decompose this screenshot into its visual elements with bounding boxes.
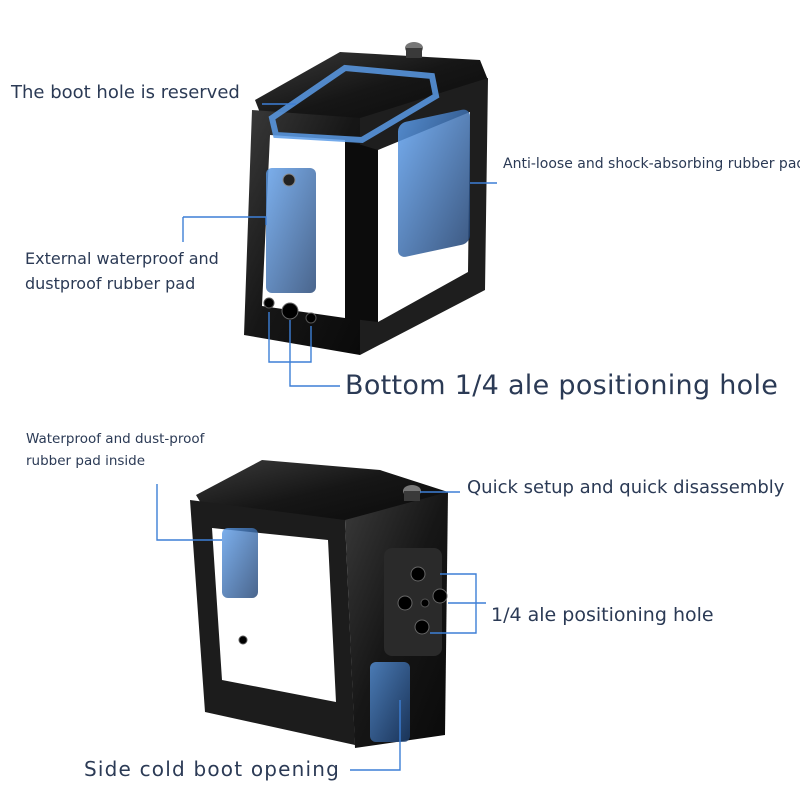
bottom-leader-lines bbox=[156, 484, 486, 771]
top-leader-lines bbox=[182, 103, 497, 387]
top-cage-right-frame bbox=[360, 78, 488, 355]
label-side-hole: 1/4 ale positioning hole bbox=[491, 604, 714, 626]
label-inside-pad: Waterproof and dust-proof rubber pad ins… bbox=[26, 428, 204, 472]
external-rubber-pad bbox=[266, 168, 316, 293]
label-inside-pad-line1: Waterproof and dust-proof bbox=[26, 431, 205, 447]
label-bottom-hole: Bottom 1/4 ale positioning hole bbox=[345, 370, 779, 401]
bottom-hole-right bbox=[305, 312, 317, 324]
top-opening-pad bbox=[268, 64, 440, 144]
bottom-cage bbox=[190, 460, 448, 748]
side-hole-top bbox=[410, 566, 426, 582]
bottom-hole-left bbox=[263, 297, 275, 309]
side-hole-bottom bbox=[414, 619, 430, 635]
bottom-cage-left-frame bbox=[190, 500, 355, 745]
side-mount-plate bbox=[384, 548, 442, 656]
bottom-knob-base bbox=[404, 491, 420, 501]
leader-external-pad bbox=[183, 216, 267, 225]
label-external-pad-line2: dustproof rubber pad bbox=[25, 274, 196, 293]
cold-boot-pad bbox=[370, 662, 410, 742]
bottom-hole-center bbox=[281, 302, 299, 320]
bottom-cage-screw bbox=[238, 635, 248, 645]
label-boot-hole: The boot hole is reserved bbox=[11, 82, 240, 103]
top-cage-interior bbox=[345, 140, 378, 322]
top-knob-base bbox=[406, 48, 422, 58]
label-external-pad-line1: External waterproof and bbox=[25, 249, 219, 268]
label-cold-boot: Side cold boot opening bbox=[84, 757, 341, 781]
leader-inside-pad bbox=[156, 484, 222, 541]
leader-cold-boot bbox=[350, 700, 401, 771]
side-hole-right bbox=[432, 588, 448, 604]
top-cage bbox=[244, 42, 488, 355]
bottom-cage-top-plate bbox=[196, 460, 448, 522]
inside-rubber-pad bbox=[222, 528, 258, 598]
top-cage-left-frame bbox=[244, 110, 360, 355]
label-quick-setup: Quick setup and quick disassembly bbox=[467, 477, 785, 498]
label-inside-pad-line2: rubber pad inside bbox=[26, 453, 146, 469]
side-hole-left bbox=[397, 595, 413, 611]
label-anti-loose-pad: Anti-loose and shock-absorbing rubber pa… bbox=[503, 156, 800, 172]
side-hole-center bbox=[420, 598, 430, 608]
right-rubber-pad bbox=[398, 109, 470, 257]
label-external-pad: External waterproof and dustproof rubber… bbox=[25, 246, 219, 296]
leader-bottom-hole bbox=[289, 320, 340, 387]
pad-screw-icon bbox=[282, 173, 296, 187]
